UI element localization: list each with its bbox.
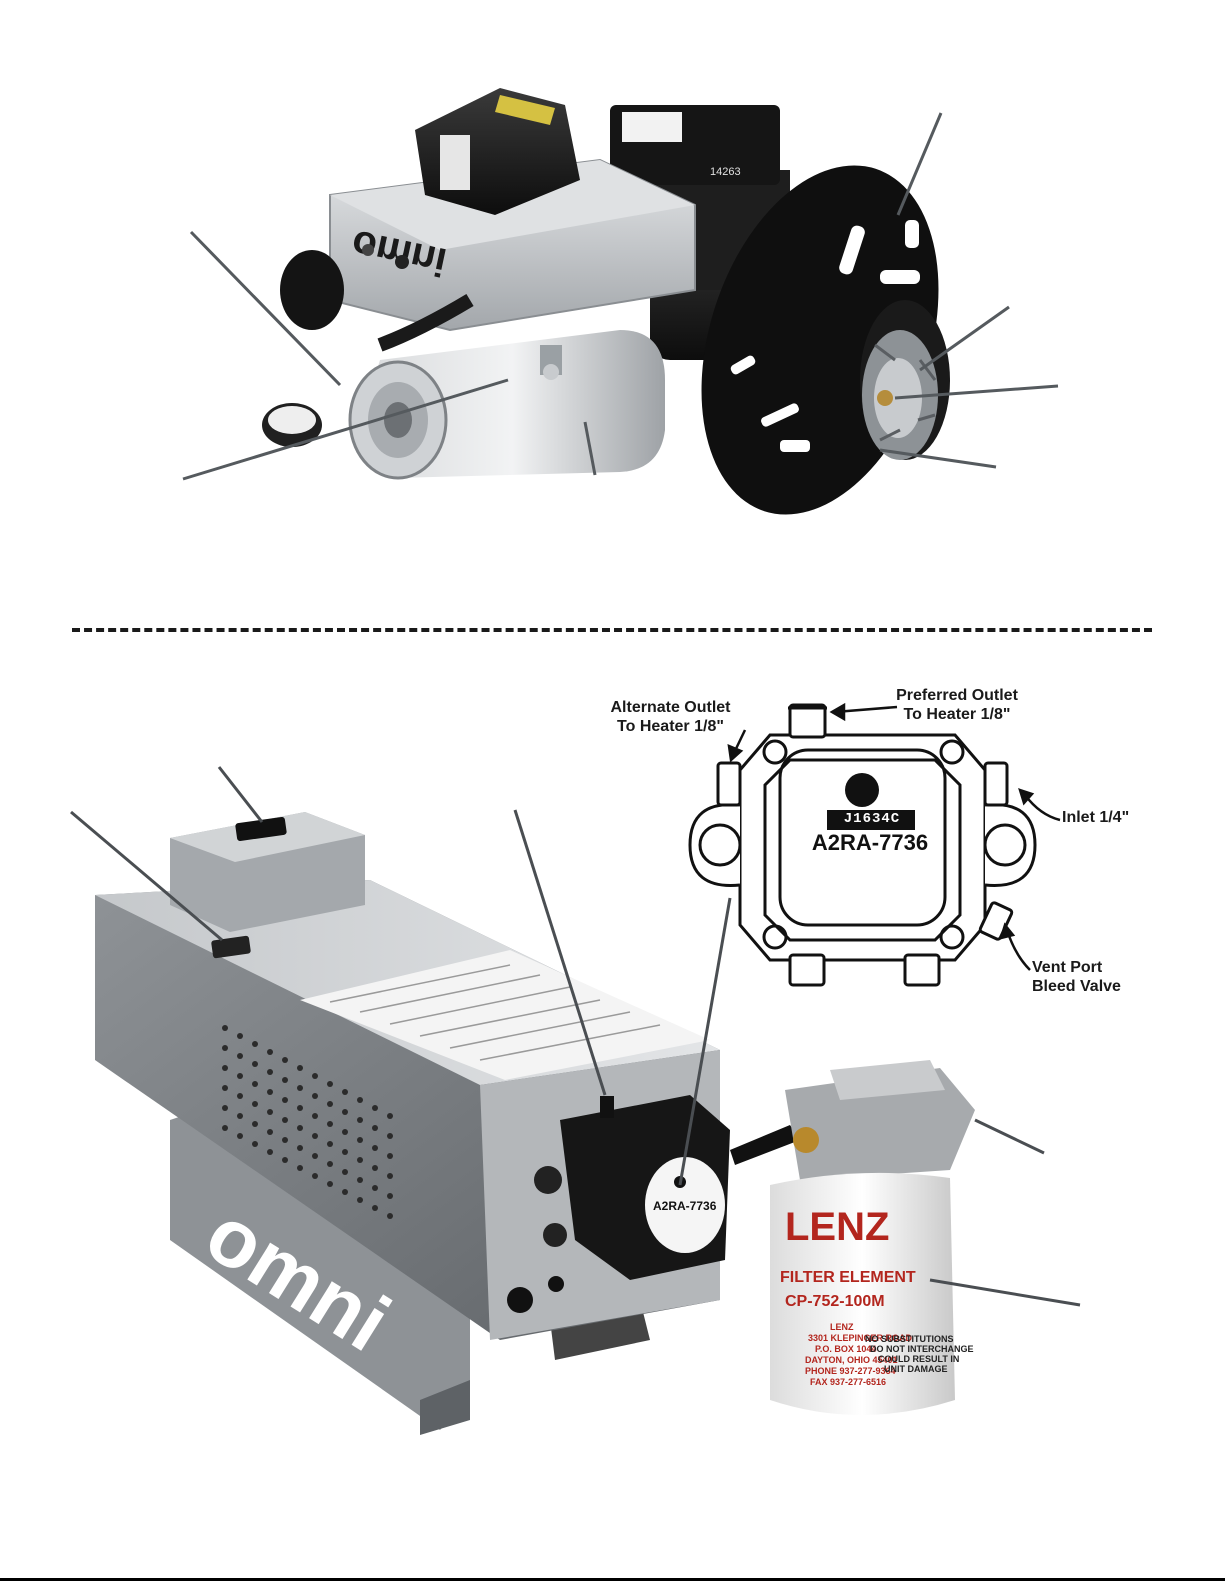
filter-address-5: FAX 937-277-6516 — [810, 1377, 886, 1387]
power-switch[interactable] — [235, 816, 287, 842]
filter-part: CP-752-100M — [785, 1293, 885, 1310]
inlet-label: Inlet 1/4" — [1062, 808, 1152, 827]
alternate-outlet-line1: Alternate Outlet — [610, 699, 731, 716]
pump-model: A2RA-7736 — [811, 830, 929, 855]
filter-line1: FILTER ELEMENT — [780, 1269, 916, 1286]
filter-address-0: LENZ — [830, 1322, 854, 1332]
filter-address-1: 3301 KLEPINGER ROAD — [808, 1333, 913, 1343]
alternate-outlet-label: Alternate Outlet To Heater 1/8" — [598, 698, 743, 736]
filter-address-4: PHONE 937-277-9364 — [805, 1366, 896, 1376]
pump-serial: J1634C — [843, 811, 901, 827]
section-divider — [72, 628, 1152, 632]
preferred-outlet-line2: To Heater 1/8" — [903, 706, 1011, 723]
page-bottom-rule — [0, 1578, 1225, 1581]
igniter-cord — [262, 250, 562, 447]
vent-port-label: Vent Port Bleed Valve — [1032, 958, 1142, 996]
primary-control — [415, 88, 580, 215]
filter-warning-2: COULD RESULT IN — [878, 1354, 959, 1364]
pump-cabinet-photo: omni — [0, 640, 1225, 1560]
filter-warning-3: UNIT DAMAGE — [884, 1364, 948, 1374]
pump-label-model: A2RA-7736 — [653, 1199, 717, 1213]
alternate-outlet-line2: To Heater 1/8" — [617, 718, 724, 735]
filter-address-3: DAYTON, OHIO 45401 — [805, 1355, 898, 1365]
pump-diagram: J1634C A2RA-7736 — [600, 680, 1160, 1000]
pointer-lines-bottom — [70, 766, 1081, 1307]
burner-assembly-photo: 14263 — [0, 0, 1225, 600]
preferred-outlet-label: Preferred Outlet To Heater 1/8" — [882, 686, 1032, 724]
filter-address-2: P.O. BOX 1044 — [815, 1344, 876, 1354]
burner-motor — [348, 330, 665, 480]
vent-port-line1: Vent Port — [1032, 959, 1103, 976]
unit-number: 14263 — [710, 166, 741, 178]
vent-port-line2: Bleed Valve — [1032, 978, 1121, 995]
filter-warning-1: DO NOT INTERCHANGE — [870, 1344, 974, 1354]
filter-warning-0: NO SUBSTITUTIONS — [865, 1334, 954, 1344]
preferred-outlet-line1: Preferred Outlet — [896, 687, 1018, 704]
electrical-box — [170, 812, 365, 959]
inlet-text: Inlet 1/4" — [1062, 809, 1130, 826]
pointer-lines — [182, 112, 1059, 481]
combustion-head — [860, 300, 950, 460]
filter-brand: LENZ — [785, 1205, 889, 1249]
oil-filter: LENZ FILTER ELEMENT CP-752-100M LENZ 330… — [770, 1060, 975, 1415]
